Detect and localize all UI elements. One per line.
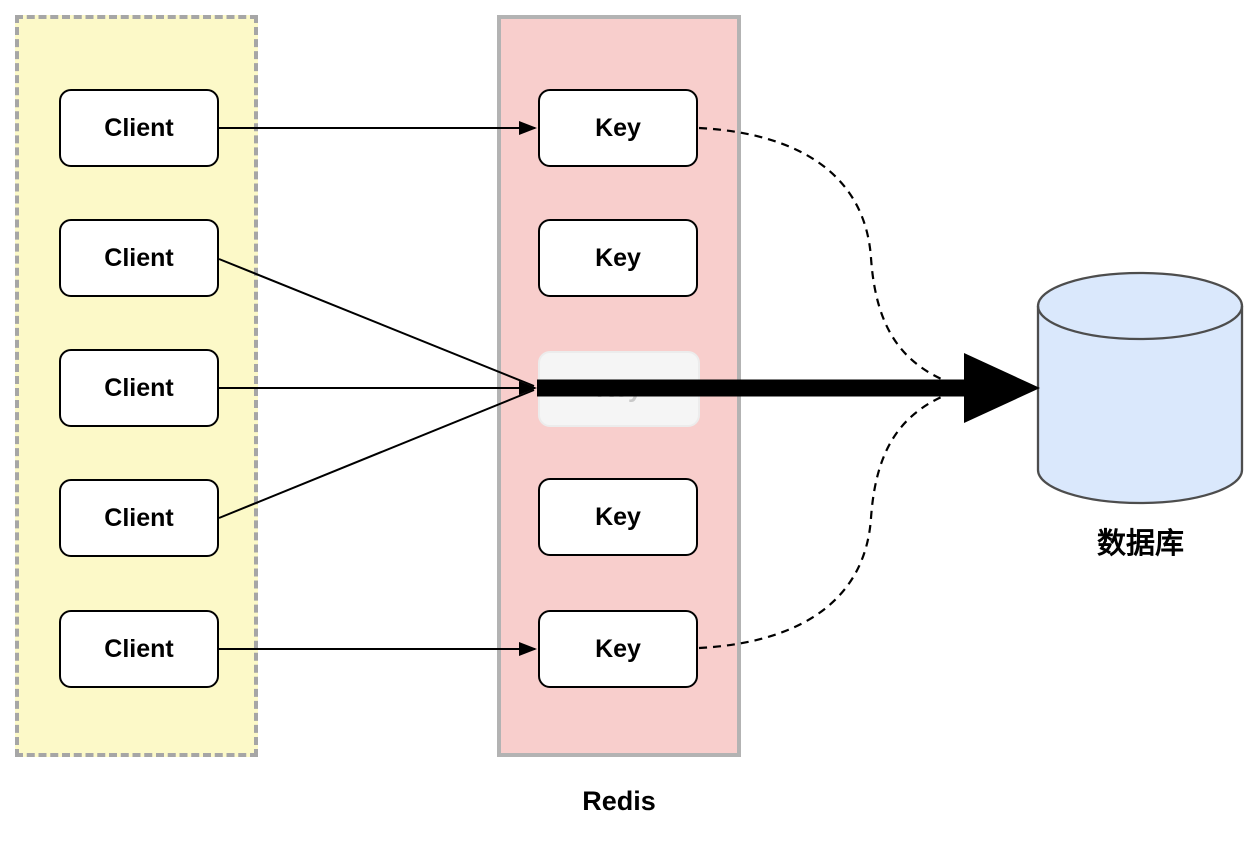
database-cylinder <box>1036 271 1244 505</box>
client-node-4-label: Client <box>104 503 174 532</box>
expired-key-node: Key <box>538 351 700 427</box>
client2-to-expired-key-line <box>218 258 535 387</box>
client-node-5-label: Client <box>104 634 174 663</box>
client-node-4: Client <box>59 479 219 557</box>
cache-miss-arrow-head <box>964 353 1040 423</box>
client-node-2-label: Client <box>104 243 174 272</box>
client-node-3: Client <box>59 349 219 427</box>
key-node-1: Key <box>538 89 698 167</box>
database-cylinder-rim <box>1036 305 1244 341</box>
key-node-5-label: Key <box>595 634 641 663</box>
database-cylinder-body <box>1036 271 1244 505</box>
expired-key-label: Key <box>596 374 642 403</box>
key-node-2-label: Key <box>595 243 641 272</box>
database-caption: 数据库 <box>1096 528 1184 560</box>
key-node-5: Key <box>538 610 698 688</box>
key-node-4: Key <box>538 478 698 556</box>
key-node-2: Key <box>538 219 698 297</box>
redis-caption: Redis <box>582 786 656 816</box>
client-node-3-label: Client <box>104 373 174 402</box>
client4-to-expired-key-line <box>218 389 535 519</box>
key-node-4-label: Key <box>595 502 641 531</box>
client-node-1-label: Client <box>104 113 174 142</box>
client-node-2: Client <box>59 219 219 297</box>
client-node-5: Client <box>59 610 219 688</box>
client-node-1: Client <box>59 89 219 167</box>
key-node-1-label: Key <box>595 113 641 142</box>
